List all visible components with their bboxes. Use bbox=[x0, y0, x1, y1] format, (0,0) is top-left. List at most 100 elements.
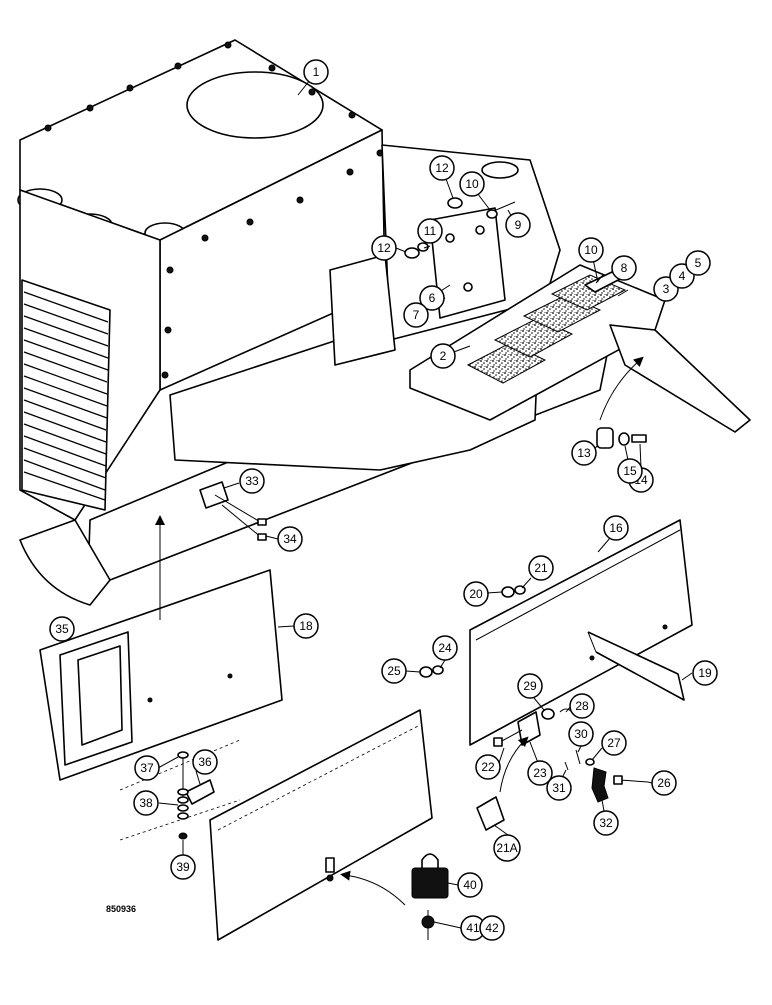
callout-26: 26 bbox=[651, 770, 677, 796]
svg-text:12: 12 bbox=[435, 161, 449, 175]
callout-12a: 12 bbox=[429, 155, 455, 181]
washer-38-c bbox=[177, 804, 189, 812]
nut-20 bbox=[501, 586, 515, 598]
callout-21a: 21A bbox=[493, 834, 521, 862]
svg-text:39: 39 bbox=[176, 860, 190, 874]
lock-install-arrow bbox=[340, 870, 406, 906]
hinge-hardware bbox=[199, 481, 267, 541]
callout-37: 37 bbox=[134, 755, 160, 781]
lower-left-hardware bbox=[177, 751, 215, 840]
callout-5: 5 bbox=[685, 250, 711, 276]
step-hardware bbox=[596, 356, 647, 449]
svg-text:32: 32 bbox=[599, 816, 613, 830]
callout-23: 23 bbox=[527, 760, 553, 786]
callout-21: 21 bbox=[528, 555, 554, 581]
svg-text:35: 35 bbox=[55, 622, 69, 636]
callout-1: 1 bbox=[303, 59, 329, 85]
drawing-number: 850936 bbox=[106, 904, 136, 914]
callout-8: 8 bbox=[611, 255, 637, 281]
rod-19 bbox=[587, 631, 685, 701]
step-assembly bbox=[409, 264, 751, 433]
callout-22: 22 bbox=[475, 754, 501, 780]
latch-36 bbox=[185, 779, 215, 805]
svg-text:25: 25 bbox=[387, 664, 401, 678]
lower-door-plate bbox=[209, 709, 433, 941]
key-41-icon bbox=[421, 910, 435, 940]
step-support-bracket bbox=[609, 324, 751, 433]
bolt-26 bbox=[619, 779, 649, 783]
padlock-shackle bbox=[421, 853, 439, 870]
svg-text:24: 24 bbox=[438, 641, 452, 655]
svg-text:18: 18 bbox=[299, 619, 313, 633]
nut-39 bbox=[178, 832, 188, 840]
svg-text:21: 21 bbox=[534, 561, 548, 575]
bolt-34-b bbox=[221, 504, 263, 539]
pin-31 bbox=[564, 761, 569, 771]
callout-40: 40 bbox=[457, 872, 483, 898]
svg-text:4: 4 bbox=[679, 269, 686, 283]
svg-text:42: 42 bbox=[485, 921, 499, 935]
callout-11: 11 bbox=[417, 218, 443, 244]
hood-assembly bbox=[17, 39, 386, 521]
svg-text:34: 34 bbox=[283, 532, 297, 546]
callout-30: 30 bbox=[568, 721, 594, 747]
svg-text:11: 11 bbox=[424, 224, 437, 238]
callout-39: 39 bbox=[170, 854, 196, 880]
washer-27 bbox=[585, 758, 595, 766]
lower-door-panel bbox=[119, 709, 433, 941]
callout-20: 20 bbox=[463, 581, 489, 607]
radiator-grille bbox=[21, 279, 111, 511]
svg-text:28: 28 bbox=[575, 699, 589, 713]
svg-text:30: 30 bbox=[574, 727, 588, 741]
callout-36: 36 bbox=[192, 749, 218, 775]
callout-27: 27 bbox=[601, 730, 627, 756]
svg-text:10: 10 bbox=[465, 177, 479, 191]
svg-text:16: 16 bbox=[609, 521, 623, 535]
callout-38: 38 bbox=[133, 790, 159, 816]
callout-9: 9 bbox=[505, 212, 531, 238]
svg-text:19: 19 bbox=[698, 666, 712, 680]
mount-bracket bbox=[404, 197, 516, 319]
callout-32: 32 bbox=[593, 810, 619, 836]
padlock-40-icon bbox=[411, 867, 449, 899]
nut-12-upper bbox=[447, 197, 463, 209]
side-door-18 bbox=[39, 515, 283, 781]
svg-text:38: 38 bbox=[139, 796, 153, 810]
svg-text:20: 20 bbox=[469, 587, 483, 601]
svg-text:36: 36 bbox=[198, 755, 212, 769]
svg-text:23: 23 bbox=[533, 766, 547, 780]
callout-16: 16 bbox=[603, 515, 629, 541]
bolt-22 bbox=[499, 729, 523, 743]
svg-text:31: 31 bbox=[552, 781, 566, 795]
bolt-14 bbox=[631, 434, 647, 443]
padlock-assembly bbox=[411, 853, 449, 940]
svg-text:22: 22 bbox=[481, 760, 495, 774]
svg-text:8: 8 bbox=[621, 261, 628, 275]
hinge-33 bbox=[199, 481, 229, 509]
svg-text:27: 27 bbox=[607, 736, 621, 750]
hood-top-opening bbox=[186, 71, 324, 139]
washer-38-d bbox=[177, 812, 189, 820]
frame-inner-bracket bbox=[329, 254, 396, 366]
washer-15 bbox=[618, 432, 630, 446]
svg-text:3: 3 bbox=[663, 282, 670, 296]
washer-10 bbox=[486, 209, 498, 219]
callout-7: 7 bbox=[403, 302, 429, 328]
callout-19: 19 bbox=[692, 660, 718, 686]
callout-28: 28 bbox=[569, 693, 595, 719]
callout-35: 35 bbox=[49, 616, 75, 642]
callout-42: 42 bbox=[479, 915, 505, 941]
lock-keyhole-icon bbox=[325, 857, 335, 882]
washer-38-a bbox=[177, 788, 189, 796]
nut-12-lower bbox=[404, 247, 420, 259]
bracket-install-arrow bbox=[499, 736, 529, 793]
svg-text:12: 12 bbox=[377, 241, 391, 255]
bolt-9 bbox=[495, 201, 516, 211]
washer-24 bbox=[432, 665, 444, 675]
callout-10b: 10 bbox=[578, 237, 604, 263]
callout-29: 29 bbox=[517, 673, 543, 699]
svg-text:26: 26 bbox=[657, 776, 671, 790]
hood-bolts bbox=[44, 41, 384, 379]
callout-24: 24 bbox=[432, 635, 458, 661]
